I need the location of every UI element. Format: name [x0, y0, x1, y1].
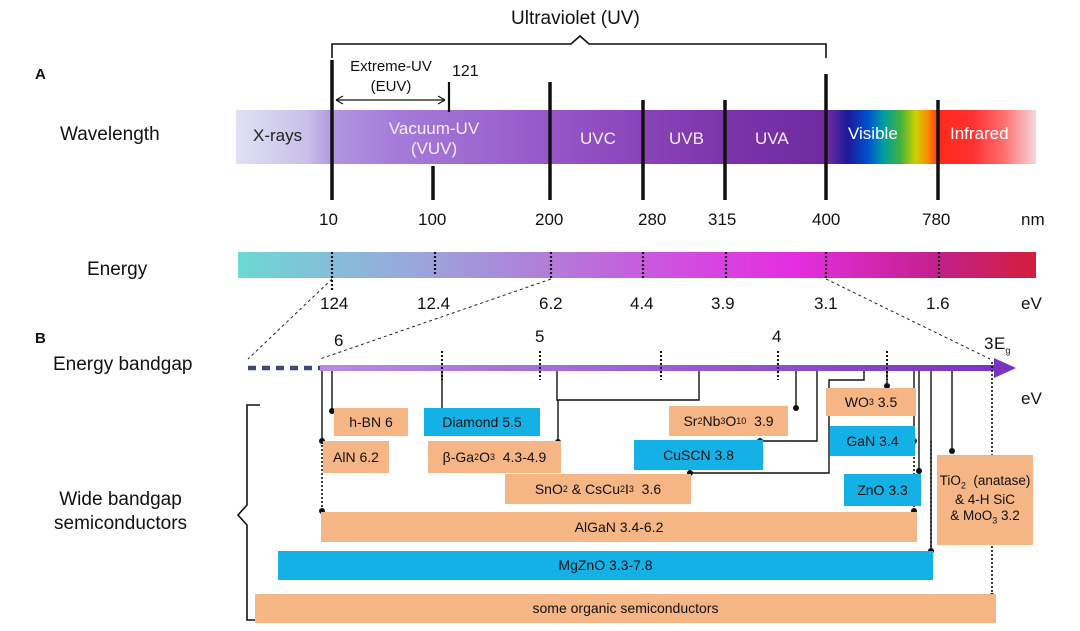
box-hbn: h-BN 6: [334, 408, 408, 436]
wavelength-tick: 100: [418, 210, 447, 229]
box-organic: some organic semiconductors: [255, 594, 996, 623]
energy-tick: 124: [320, 294, 349, 313]
bandgap-tick: 6: [334, 331, 344, 350]
bandgap-tick: 5: [535, 327, 545, 346]
bandgap-tick: 4: [772, 327, 782, 346]
euv-value: 121: [452, 63, 479, 80]
box-tio2-sic-moo3: TiO2 (anatase) & 4-H SiC & MoO3 3.2: [937, 455, 1033, 545]
band-uvb: UVB: [669, 129, 704, 148]
box-diamond: Diamond 5.5: [424, 408, 540, 436]
wavelength-tick: 10: [319, 210, 338, 229]
wavelength-spectrum-bar: [236, 110, 1036, 164]
bandgap-eg-label: Eg: [994, 334, 1011, 356]
band-visible: Visible: [848, 124, 898, 143]
energy-gradient-bar: [238, 252, 1036, 278]
wavelength-tick: 200: [535, 210, 564, 229]
energy-tick: 3.1: [814, 294, 838, 313]
wavelength-tick: 280: [638, 210, 667, 229]
energy-tick: 3.9: [711, 294, 735, 313]
band-uva: UVA: [755, 129, 789, 148]
energy-tick: 1.6: [926, 294, 950, 313]
band-uvc: UVC: [580, 129, 616, 148]
box-gan: GaN 3.4: [830, 426, 915, 456]
box-mgzno: MgZnO 3.3-7.8: [278, 551, 933, 580]
box-zno: ZnO 3.3: [844, 474, 921, 506]
uv-label: Ultraviolet (UV): [511, 8, 640, 29]
band-vuv: Vacuum-UV(VUV): [388, 119, 480, 159]
panel-b-label: B: [35, 330, 46, 347]
band-infrared: Infrared: [950, 124, 1009, 143]
energy-unit: eV: [1021, 294, 1042, 313]
box-algan: AlGaN 3.4-6.2: [321, 512, 917, 542]
wavelength-tick: 315: [708, 210, 737, 229]
energy-label: Energy: [87, 259, 148, 280]
wavelength-label: Wavelength: [60, 124, 160, 145]
bandgap-label: Energy bandgap: [53, 354, 193, 375]
bandgap-tick: 3: [984, 334, 994, 353]
wavelength-tick: 400: [812, 210, 841, 229]
bandgap-unit: eV: [1021, 389, 1042, 408]
wavelength-unit: nm: [1021, 210, 1045, 229]
box-aln: AlN 6.2: [323, 441, 389, 473]
wavelength-tick: 780: [922, 210, 951, 229]
euv-label: Extreme-UV(EUV): [350, 58, 432, 95]
energy-tick: 12.4: [417, 294, 451, 313]
energy-tick: 4.4: [630, 294, 654, 313]
panel-a-label: A: [35, 66, 46, 83]
band-xrays: X-rays: [253, 126, 303, 145]
energy-tick: 6.2: [539, 294, 563, 313]
box-cuscn: CuSCN 3.8: [634, 440, 763, 470]
